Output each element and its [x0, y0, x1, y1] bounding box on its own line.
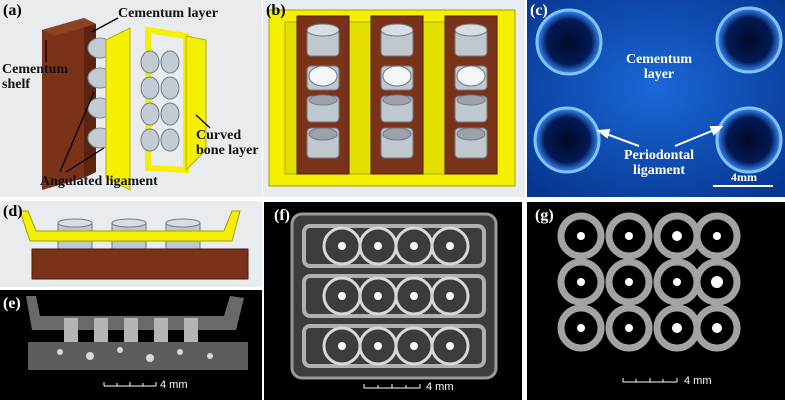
curved-bone-layer-annotation: Curved bone layer: [196, 128, 259, 158]
panel-f-label: (f): [274, 207, 290, 224]
panel-g-label: (g): [535, 207, 554, 224]
panel-c-scale-text: 4mm: [731, 170, 757, 184]
angulated-ligament-annotation: Angulated ligament: [40, 174, 158, 189]
panel-g-ct-scan: [557, 212, 741, 383]
panel-b: (b): [263, 0, 525, 197]
panel-e: (e) 4 mm: [0, 290, 262, 400]
panel-a-label: (a): [3, 2, 22, 19]
panel-e-scale-text: 4 mm: [160, 379, 188, 391]
panel-g: (g) 4 mm: [527, 202, 785, 400]
panel-e-label: (e): [3, 295, 21, 312]
periodontal-ligament-annotation: Periodontal ligament: [624, 148, 694, 178]
panel-b-label: (b): [266, 2, 286, 19]
panel-d-label: (d): [3, 203, 23, 220]
panel-d: (d): [0, 201, 262, 287]
panel-d-model: [19, 210, 249, 280]
panel-f: (f) 4 mm: [264, 202, 522, 400]
panel-c-micrograph: [527, 0, 785, 197]
cementum-shelf-annotation: Cementum shelf: [2, 62, 69, 92]
cementum-layer-annotation: Cementum layer: [118, 6, 218, 21]
panel-c-label: (c): [530, 2, 548, 19]
cementum-layer-annotation: Cementum layer: [625, 52, 693, 82]
panel-f-scale-text: 4 mm: [426, 381, 454, 393]
panel-c: (c) Cementum layer Periodontal ligament …: [527, 0, 785, 197]
panel-a: (a) Cementum layer Cementum shelf Curved…: [0, 0, 262, 197]
panel-a-model: [42, 17, 211, 191]
panel-f-ct-scan: [290, 212, 498, 389]
panel-b-model: [268, 9, 516, 187]
panel-g-scale-text: 4 mm: [684, 375, 712, 387]
panel-e-ct-scan: [26, 296, 248, 387]
